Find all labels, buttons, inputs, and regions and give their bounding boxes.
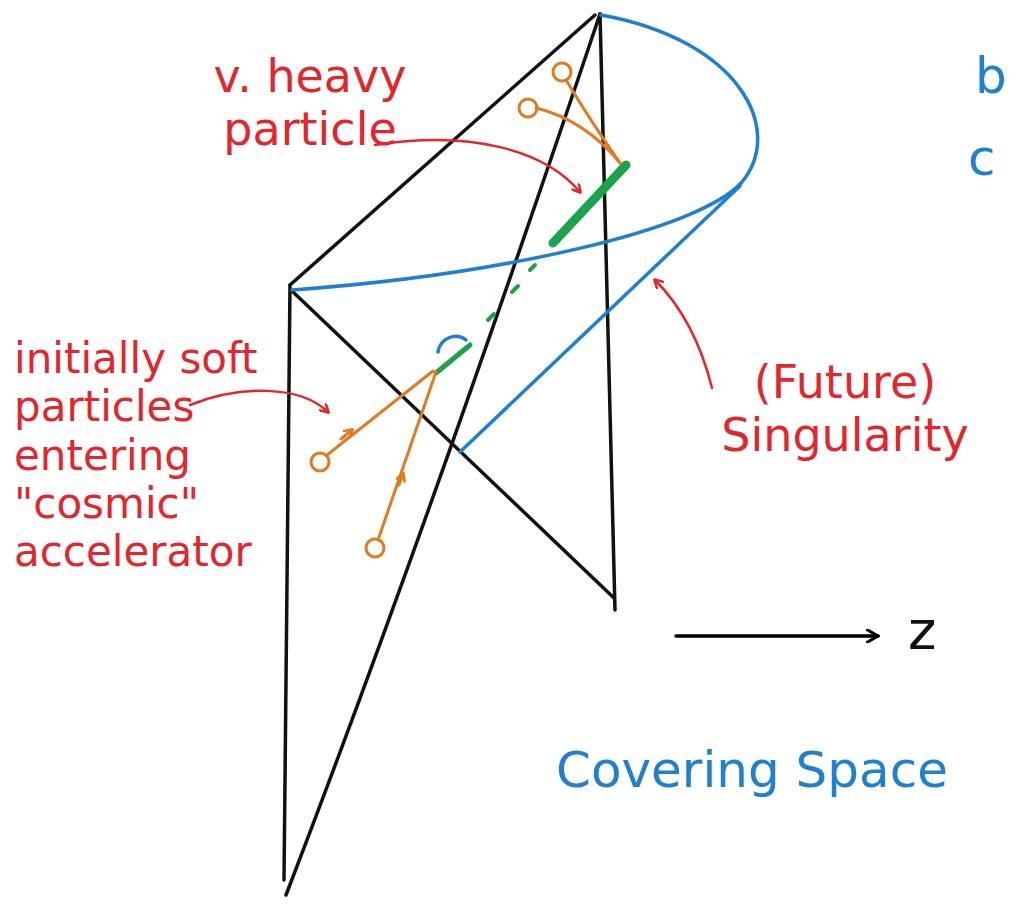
cut-off-note: c [968, 130, 1013, 188]
heavy-particle-worldline [436, 165, 626, 373]
caption-note: Covering Space [556, 742, 1016, 800]
annotation-arrows [190, 140, 712, 412]
z-axis-arrow [676, 634, 878, 638]
annotation-label: (Future) Singularity [680, 356, 1010, 462]
annotation-label: initially soft particles entering "cosmi… [14, 335, 304, 576]
cut-off-note: b [975, 48, 1015, 106]
annotation-label: v. heavy particle [160, 50, 460, 156]
axis-label: z [908, 600, 968, 662]
